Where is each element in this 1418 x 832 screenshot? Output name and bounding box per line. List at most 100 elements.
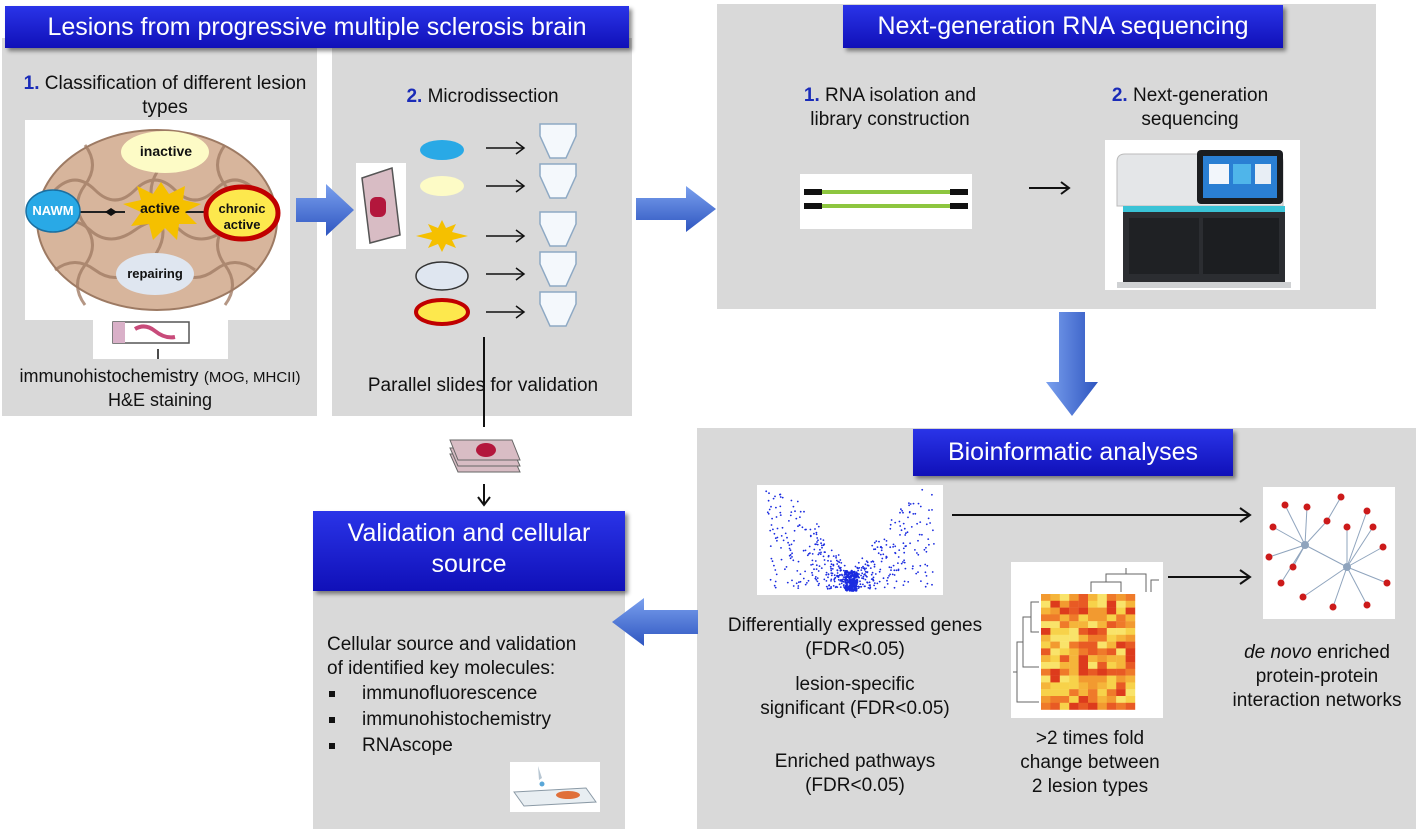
heatmap-cell <box>1097 675 1107 683</box>
volcano-point <box>816 577 819 579</box>
volcano-point <box>817 553 820 556</box>
volcano-point <box>815 543 817 546</box>
volcano-point <box>814 560 817 562</box>
volcano-point <box>901 509 903 512</box>
volcano-point <box>862 583 864 586</box>
volcano-point <box>791 556 793 558</box>
heatmap-cell <box>1097 689 1107 697</box>
heatmap-cell <box>1050 607 1060 615</box>
volcano-point <box>870 561 873 563</box>
classification-heading: 1. Classification of different lesion ty… <box>20 72 310 120</box>
heatmap-cell <box>1088 682 1098 690</box>
volcano-point <box>801 526 804 529</box>
heatmap-cell <box>1041 600 1051 608</box>
volcano-point <box>916 552 918 554</box>
sample-inactive <box>420 176 464 196</box>
volcano-point <box>883 586 886 589</box>
label-repairing: repairing <box>127 266 183 281</box>
heatmap-cell <box>1106 628 1117 635</box>
volcano-point <box>890 519 893 521</box>
volcano-points <box>765 488 935 592</box>
volcano-point <box>819 553 822 555</box>
heatmap-cell <box>1097 655 1107 663</box>
volcano-point <box>853 574 857 578</box>
volcano-point <box>903 559 905 562</box>
volcano-point <box>779 514 782 516</box>
volcano-point <box>839 586 842 588</box>
volcano-point <box>830 580 832 582</box>
volcano-point <box>840 582 843 585</box>
volcano-point <box>819 538 822 540</box>
sample-active <box>416 220 468 252</box>
volcano-point <box>814 576 817 578</box>
volcano-point <box>862 575 865 578</box>
volcano-point <box>857 585 860 588</box>
sequencing-text-a: Next-generation <box>1132 85 1269 106</box>
volcano-point <box>774 495 776 498</box>
step-number: 2. <box>406 86 423 107</box>
volcano-point <box>907 581 910 583</box>
volcano-point <box>787 541 789 544</box>
heatmap-cell <box>1106 655 1117 663</box>
volcano-point <box>864 563 867 566</box>
volcano-point <box>794 510 796 513</box>
volcano-point <box>895 580 898 583</box>
repairing-lesion <box>116 253 194 295</box>
pathways-text: Enriched pathways (FDR<0.05) <box>700 750 1010 798</box>
volcano-point <box>889 573 891 576</box>
volcano-point <box>892 564 895 567</box>
heatmap-cell <box>1125 675 1136 683</box>
volcano-point <box>844 578 847 581</box>
heatmap-to-network-arrow <box>1168 569 1252 585</box>
heatmap-cell <box>1125 696 1136 703</box>
volcano-point <box>822 544 825 547</box>
heatmap-cells <box>1041 594 1136 710</box>
heatmap-cell <box>1078 662 1089 669</box>
volcano-point <box>816 543 819 546</box>
heatmap-cell <box>1069 696 1079 703</box>
volcano-point <box>827 559 829 562</box>
volcano-point <box>916 522 918 525</box>
lesion-specific-text: lesion-specific significant (FDR<0.05) <box>700 673 1010 721</box>
volcano-point <box>844 576 848 580</box>
heatmap-cell <box>1125 634 1136 642</box>
volcano-point <box>889 546 892 549</box>
volcano-point <box>872 576 875 579</box>
volcano-point <box>795 517 798 520</box>
list-item: immunofluorescence <box>327 681 551 707</box>
volcano-point <box>796 570 799 572</box>
volcano-point <box>878 570 881 573</box>
volcano-point <box>882 577 885 580</box>
volcano-point <box>897 569 900 572</box>
volcano-point <box>893 574 896 576</box>
volcano-point <box>902 547 905 550</box>
flow-arrow-down <box>1046 312 1098 416</box>
volcano-point <box>816 580 819 583</box>
volcano-point <box>796 500 799 503</box>
volcano-point <box>919 505 922 508</box>
volcano-point <box>900 529 903 532</box>
volcano-point <box>767 512 770 515</box>
heatmap-cell <box>1106 675 1117 683</box>
heatmap-cell <box>1041 594 1051 601</box>
heatmap-cell <box>1041 696 1051 703</box>
volcano-point <box>874 573 877 575</box>
heatmap-cell <box>1125 648 1136 656</box>
volcano-point <box>821 544 823 547</box>
volcano-point <box>781 526 784 529</box>
heatmap-cell <box>1041 662 1051 669</box>
heatmap-cell <box>1106 689 1117 697</box>
volcano-point <box>900 508 902 511</box>
heatmap-cell <box>1059 696 1070 703</box>
volcano-point <box>818 552 821 554</box>
fold-change-text: >2 times fold change between 2 lesion ty… <box>990 727 1190 798</box>
volcano-point <box>775 516 778 518</box>
volcano-point <box>923 548 926 551</box>
heatmap-cell <box>1078 668 1089 676</box>
sequencing-heading: 2. Next-generation sequencing <box>1080 84 1300 132</box>
heatmap-cell <box>1069 634 1079 642</box>
volcano-point <box>892 546 894 548</box>
volcano-point <box>798 581 800 584</box>
volcano-point <box>862 577 865 580</box>
volcano-point <box>799 580 802 583</box>
